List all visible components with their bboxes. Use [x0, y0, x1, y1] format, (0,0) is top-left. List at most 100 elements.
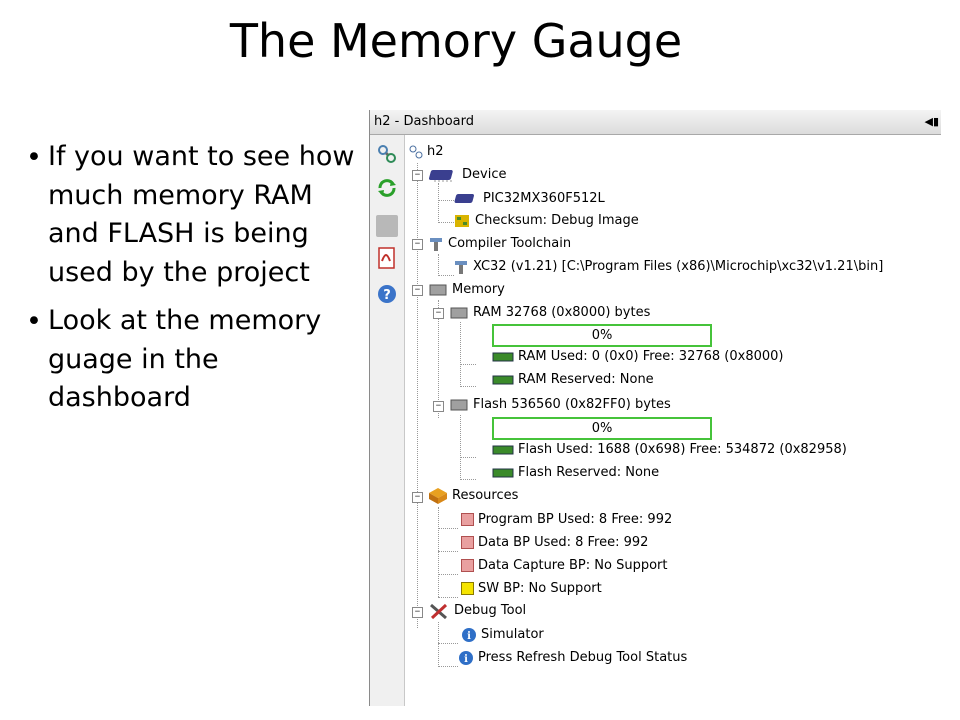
tree-connector — [460, 386, 476, 387]
tree-item-label: SW BP: No Support — [478, 581, 602, 596]
tree-connector — [438, 300, 439, 418]
minimize-icon[interactable]: ◀▮ — [924, 115, 939, 128]
tree-item-program-bp[interactable]: Program BP Used: 8 Free: 992 — [461, 510, 672, 530]
status-square-icon — [461, 536, 474, 549]
memory-chip-icon — [450, 307, 468, 318]
refresh-icon[interactable] — [376, 177, 398, 199]
tree-connector — [438, 254, 439, 274]
tree-item-sw-bp[interactable]: SW BP: No Support — [461, 579, 602, 599]
tree-item-label: RAM 32768 (0x8000) bytes — [473, 305, 651, 320]
tree-item-label: Resources — [452, 488, 519, 503]
tree-item-debug-tool[interactable]: Debug Tool — [428, 601, 526, 621]
tree-item-label: Flash Used: 1688 (0x698) Free: 534872 (0… — [518, 442, 847, 457]
tree-item-label: Flash 536560 (0x82FF0) bytes — [473, 397, 671, 412]
dashboard-tree: h2 − Device PIC32MX360F512L Checksum: De… — [405, 135, 941, 706]
collapse-toggle[interactable]: − — [412, 170, 423, 181]
chip-icon — [428, 169, 453, 181]
bullet-item: •Look at the memory guage in the dashboa… — [24, 302, 364, 418]
collapse-toggle[interactable]: − — [412, 285, 423, 296]
bullet-text: If you want to see how much memory RAM a… — [48, 141, 355, 288]
collapse-toggle[interactable]: − — [412, 492, 423, 503]
tree-item-device[interactable]: Device — [428, 165, 506, 185]
slide-title: The Memory Gauge — [229, 14, 683, 68]
disabled-icon — [376, 215, 398, 237]
tree-item-label: Flash Reserved: None — [518, 465, 660, 480]
help-icon[interactable]: ? — [376, 283, 398, 305]
tree-item-chip[interactable]: PIC32MX360F512L — [453, 189, 605, 209]
checksum-icon — [455, 214, 469, 227]
tree-item-label: Data Capture BP: No Support — [478, 558, 668, 573]
tree-item-label: XC32 (v1.21) [C:\Program Files (x86)\Mic… — [473, 259, 884, 274]
tree-connector — [438, 597, 458, 598]
tree-item-resources[interactable]: Resources — [428, 486, 518, 506]
tree-connector — [438, 574, 458, 575]
chip-icon — [454, 193, 474, 203]
tree-item-toolchain[interactable]: XC32 (v1.21) [C:\Program Files (x86)\Mic… — [453, 257, 883, 277]
resources-box-icon — [429, 487, 447, 504]
tree-connector — [438, 222, 454, 223]
tree-item-flash-used[interactable]: Flash Used: 1688 (0x698) Free: 534872 (0… — [492, 440, 847, 460]
collapse-toggle[interactable]: − — [433, 308, 444, 319]
tree-item-ram[interactable]: RAM 32768 (0x8000) bytes — [449, 303, 650, 323]
tree-item-label: RAM Reserved: None — [518, 372, 654, 387]
tree-connector — [438, 666, 458, 667]
tree-connector — [438, 200, 454, 201]
tree-connector — [417, 163, 418, 628]
pdf-icon[interactable] — [376, 247, 398, 269]
tree-item-ram-reserved[interactable]: RAM Reserved: None — [492, 370, 654, 390]
tree-item-label: Program BP Used: 8 Free: 992 — [478, 512, 673, 527]
tree-item-label: PIC32MX360F512L — [483, 191, 605, 206]
ram-gauge: 0% — [492, 324, 712, 347]
tools-icon — [430, 603, 448, 619]
tree-item-data-bp[interactable]: Data BP Used: 8 Free: 992 — [461, 533, 648, 553]
tree-connector — [460, 479, 476, 480]
dashboard-panel: h2 - Dashboard ◀▮ ? h2 — [369, 110, 941, 706]
svg-text:?: ? — [383, 288, 391, 303]
status-square-icon — [461, 582, 474, 595]
bullet-list: •If you want to see how much memory RAM … — [24, 138, 364, 428]
tree-connector — [438, 528, 458, 529]
hammer-icon — [455, 260, 467, 274]
tree-connector — [438, 643, 458, 644]
tree-item-flash[interactable]: Flash 536560 (0x82FF0) bytes — [449, 395, 671, 415]
bullet-item: •If you want to see how much memory RAM … — [24, 138, 364, 292]
collapse-toggle[interactable]: − — [412, 607, 423, 618]
bullet-dot-icon: • — [26, 306, 42, 337]
dashboard-toolbar: ? — [370, 135, 405, 706]
tree-item-label: Device — [462, 167, 507, 182]
memory-chip-icon — [429, 284, 447, 295]
hammer-icon — [430, 237, 442, 251]
tree-item-data-capture[interactable]: Data Capture BP: No Support — [461, 556, 667, 576]
tree-item-simulator[interactable]: i Simulator — [461, 625, 544, 645]
tree-item-label: Memory — [452, 282, 505, 297]
tree-connector — [460, 415, 461, 480]
tree-item-flash-reserved[interactable]: Flash Reserved: None — [492, 463, 659, 483]
tree-item-label: Checksum: Debug Image — [475, 213, 639, 228]
tree-item-memory[interactable]: Memory — [428, 280, 505, 300]
bullet-text: Look at the memory guage in the dashboar… — [48, 305, 322, 413]
tree-connector — [438, 551, 458, 552]
settings-icon[interactable] — [376, 143, 398, 165]
tree-root[interactable]: h2 — [409, 142, 444, 162]
info-icon: i — [459, 650, 473, 665]
bullet-dot-icon: • — [26, 142, 42, 173]
tree-item-ram-used[interactable]: RAM Used: 0 (0x0) Free: 32768 (0x8000) — [492, 347, 784, 367]
dashboard-titlebar: h2 - Dashboard ◀▮ — [370, 110, 941, 135]
tree-connector — [460, 364, 476, 365]
tree-item-label: Debug Tool — [454, 603, 527, 618]
tree-item-label: Simulator — [481, 627, 544, 642]
tree-item-checksum[interactable]: Checksum: Debug Image — [453, 211, 639, 231]
tree-connector — [438, 183, 439, 223]
dashboard-title: h2 - Dashboard — [374, 114, 474, 129]
tree-connector — [438, 622, 439, 667]
tree-item-compiler[interactable]: Compiler Toolchain — [428, 234, 571, 254]
collapse-toggle[interactable]: − — [412, 239, 423, 250]
svg-text:i: i — [467, 631, 471, 642]
collapse-toggle[interactable]: − — [433, 401, 444, 412]
ram-module-icon — [492, 352, 514, 361]
tree-connector — [438, 507, 439, 597]
svg-text:i: i — [464, 654, 468, 665]
tree-item-label: Data BP Used: 8 Free: 992 — [478, 535, 649, 550]
info-icon: i — [462, 627, 476, 642]
